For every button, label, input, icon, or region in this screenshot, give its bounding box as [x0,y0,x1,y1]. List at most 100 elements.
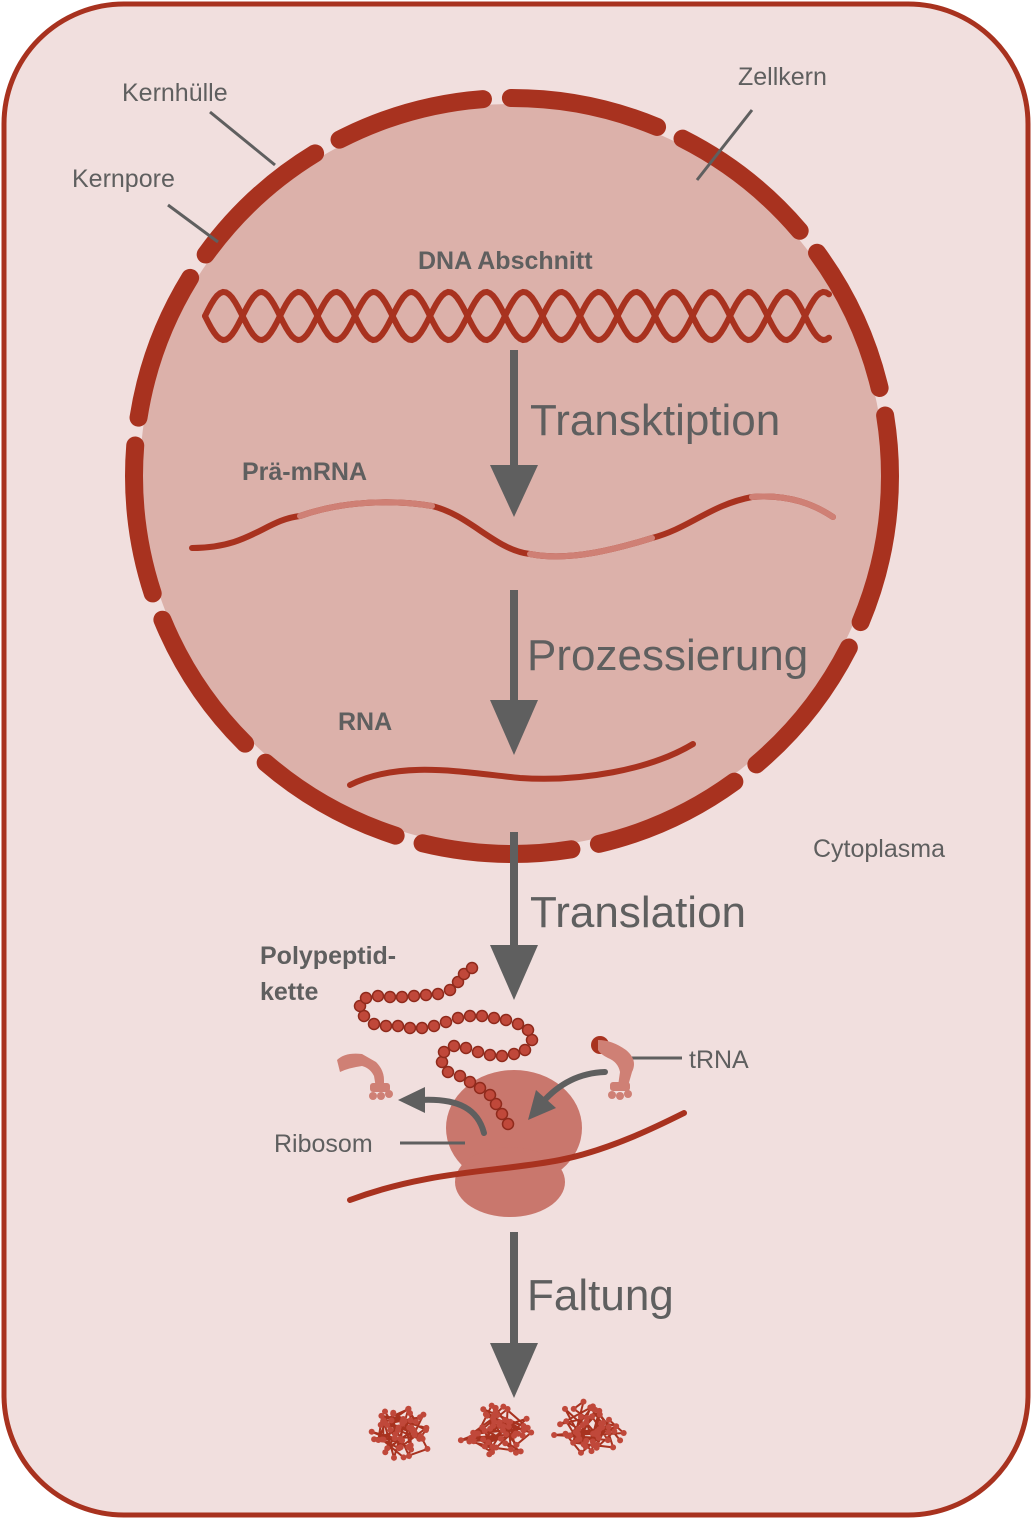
amino-acid-bead [475,1009,489,1023]
protein-bead [528,1429,535,1436]
mature-rna-strand [347,741,696,788]
protein-bead [588,1405,595,1412]
protein-bead [497,1435,504,1442]
label-prae-mrna: Prä-mRNA [242,458,367,486]
label-zellkern: Zellkern [738,63,827,91]
label-cytoplasma: Cytoplasma [813,835,945,863]
amino-acid-bead [483,1048,497,1062]
protein-bead [551,1432,558,1438]
amino-acid-bead [483,1088,497,1102]
protein-bead [496,1422,503,1428]
protein-bead [588,1448,595,1455]
protein-bead [502,1440,509,1447]
protein-bead [410,1426,417,1433]
protein-bead [382,1408,388,1415]
amino-acid-bead [451,1011,465,1025]
protein-bead [391,1454,397,1461]
protein-bead [593,1431,600,1438]
trna-left [337,1053,393,1100]
amino-acid-bead [453,1069,467,1083]
protein-bead [505,1423,512,1430]
amino-acid-bead [427,1019,441,1033]
amino-acid-bead [471,1045,485,1059]
amino-acid-bead [518,1043,532,1057]
protein-bead [620,1430,627,1436]
protein-bead [488,1402,495,1409]
label-ribosom: Ribosom [274,1130,373,1158]
label-kernhuelle: Kernhülle [122,79,228,107]
protein-bead [563,1418,570,1425]
protein-bead [572,1429,579,1436]
protein-bead [470,1438,477,1445]
protein-bead [517,1448,524,1455]
amino-acid-bead [473,1081,487,1095]
protein-bead [580,1398,587,1405]
protein-bead [484,1412,490,1419]
protein-bead [578,1449,584,1456]
folded-protein-1 [368,1405,431,1462]
label-kette: kette [260,978,318,1006]
prae-mrna-strand [189,493,836,560]
amino-acid-bead [443,983,457,997]
protein-bead [405,1444,412,1450]
trna-arrows [417,1069,608,1136]
protein-bead [606,1416,612,1423]
protein-bead [423,1427,429,1433]
protein-bead [480,1436,487,1443]
protein-bead [473,1430,480,1437]
protein-bead [562,1405,568,1412]
amino-acid-bead [463,1075,477,1089]
protein-bead [481,1427,488,1434]
amino-acid-bead [463,1009,477,1023]
protein-bead [598,1420,605,1427]
protein-bead [566,1432,573,1439]
amino-acid-bead [495,1107,509,1121]
amino-acid-bead [489,1097,503,1111]
protein-bead [457,1437,464,1444]
protein-bead [387,1426,394,1433]
protein-bead [493,1444,499,1451]
amino-acid-bead [383,990,397,1004]
protein-bead [513,1441,520,1448]
protein-bead [523,1415,530,1422]
trna-right [591,1036,634,1100]
protein-bead [392,1431,399,1438]
protein-bead [405,1405,412,1412]
label-rna: RNA [338,708,392,736]
protein-bead [593,1444,600,1451]
protein-bead [570,1439,577,1446]
protein-bead [399,1418,406,1425]
protein-bead [424,1445,431,1452]
protein-bead [611,1428,618,1435]
label-dna: DNA Abschnitt [418,247,593,275]
amino-acid-bead [371,989,385,1003]
protein-bead [503,1431,510,1438]
protein-bead [397,1444,404,1451]
protein-bead [481,1443,488,1450]
protein-bead [494,1412,501,1419]
amino-acid-bead [359,991,373,1005]
amino-acid-bead [437,1045,451,1059]
protein-bead [411,1432,418,1438]
protein-bead [397,1435,404,1442]
protein-bead [499,1427,506,1434]
amino-acid-bead [499,1013,513,1027]
protein-bead [395,1424,402,1431]
amino-acid-bead [521,1023,535,1037]
protein-bead [589,1413,595,1420]
protein-bead [557,1421,564,1428]
amino-acid-bead [379,1019,393,1033]
protein-bead [583,1414,590,1421]
protein-bead [512,1430,519,1437]
protein-bead [596,1407,603,1414]
amino-acid-bead [403,1021,417,1035]
amino-acid-bead [495,1049,509,1063]
amino-acid-bead [435,1055,449,1069]
protein-bead [413,1418,419,1425]
protein-bead [466,1438,473,1445]
label-trna: tRNA [689,1046,749,1074]
protein-bead [407,1417,414,1424]
protein-bead [507,1418,514,1425]
amino-acid-bead [439,1015,453,1029]
